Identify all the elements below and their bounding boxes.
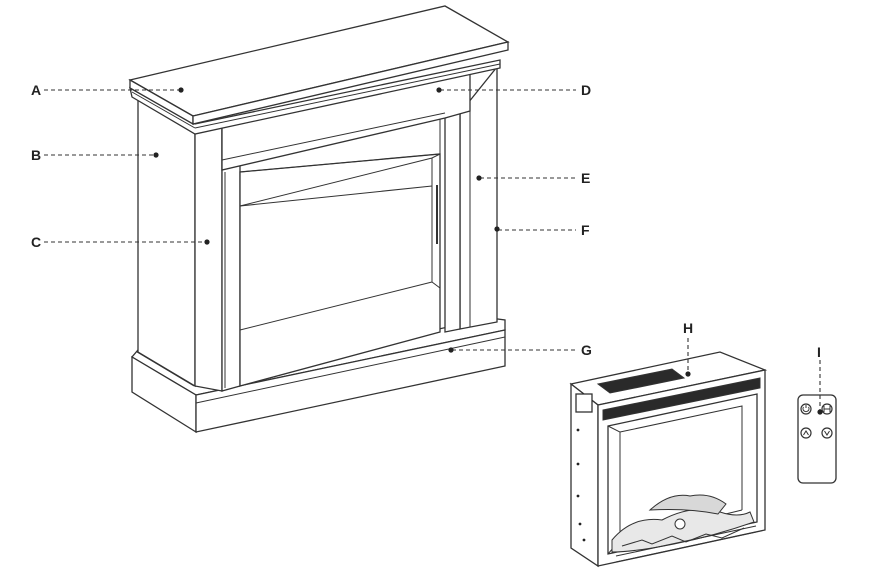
mantel-top [128,5,510,126]
callout-label-i: I [817,344,821,360]
up-arrow-icon [800,427,812,439]
log-set [611,494,757,563]
mantel-assembly [128,5,510,434]
firebox-opening [239,153,441,387]
callout-label-g: G [581,342,592,358]
electric-insert [569,351,768,568]
callout-label-f: F [581,222,590,238]
callout-label-b: B [31,147,41,163]
callout-label-d: D [581,82,591,98]
callout-leaders [44,87,823,415]
callout-label-e: E [581,170,590,186]
heater-icon [821,403,833,415]
callout-label-a: A [31,82,41,98]
down-arrow-icon [821,427,833,439]
top-vent [596,368,686,394]
left-side-panel [137,91,196,388]
side-holes [576,428,586,542]
callout-label-h: H [683,320,693,336]
callout-labels: A B C D E F G H I [31,82,821,360]
callout-label-c: C [31,234,41,250]
mounting-bracket [575,393,593,413]
remote-control [797,394,837,484]
control-strip [602,377,761,421]
power-icon [800,403,812,415]
